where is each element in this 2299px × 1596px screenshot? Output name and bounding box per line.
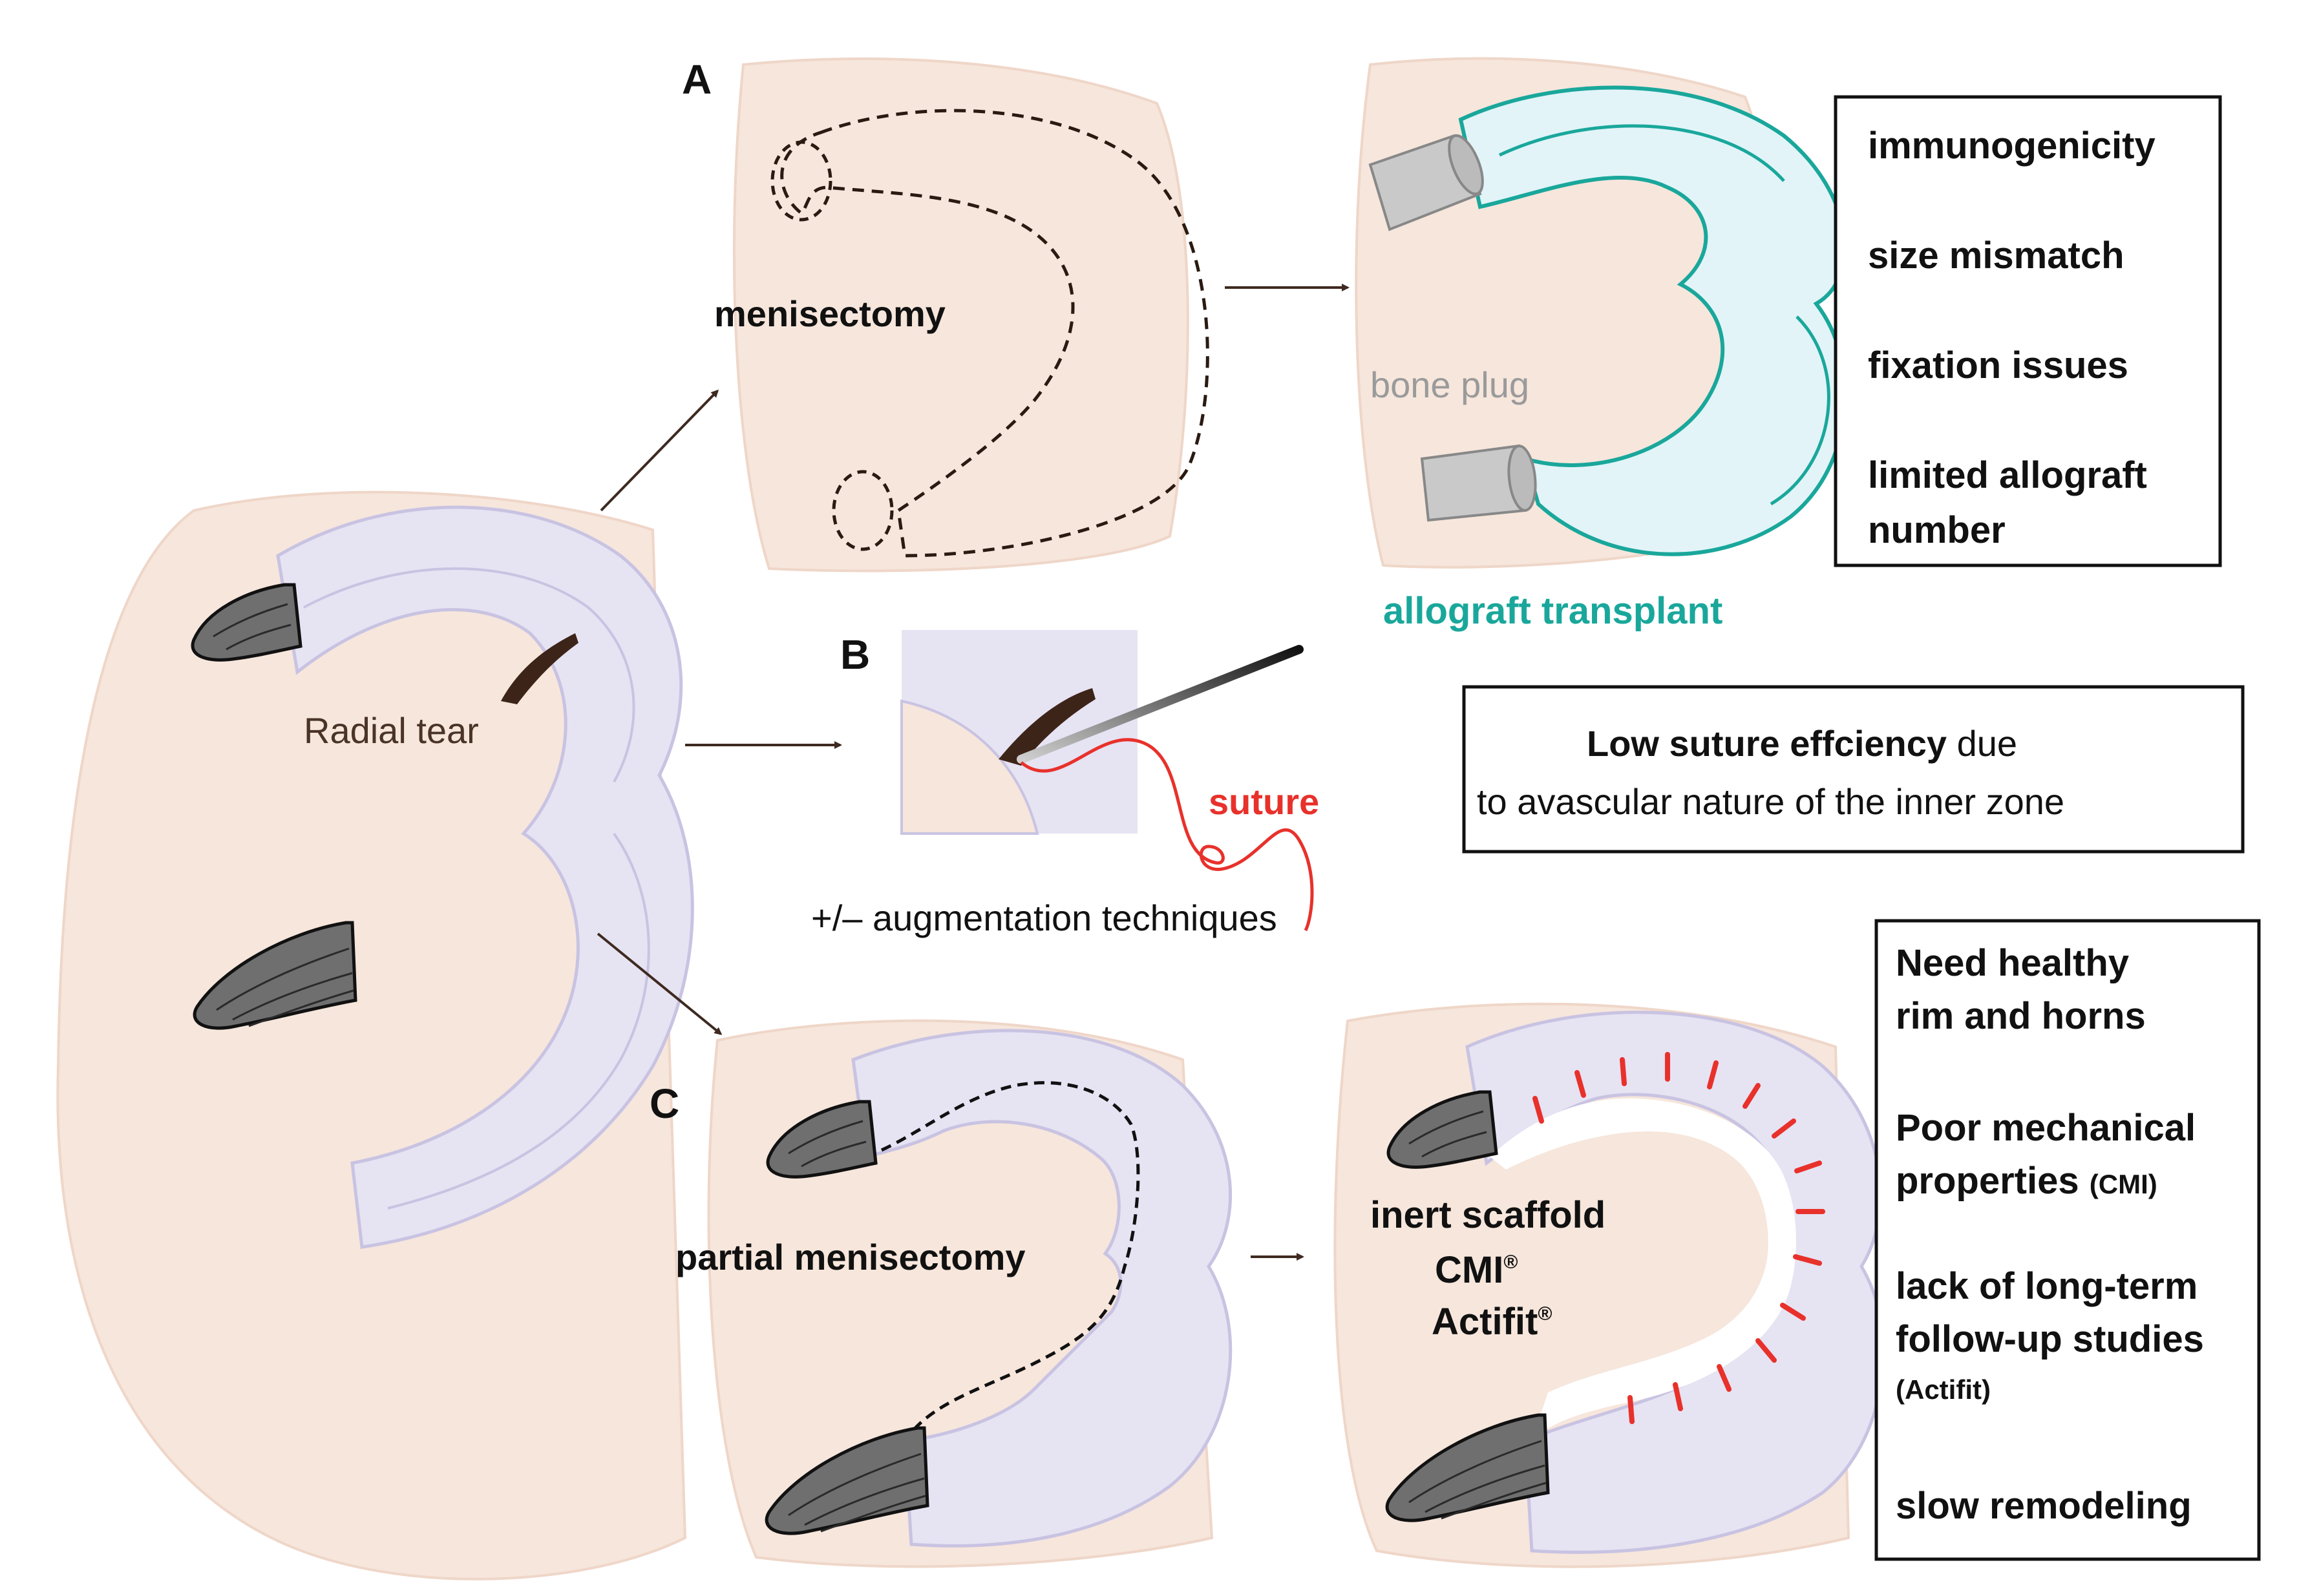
partial-cut-dashed-line [865,1081,1140,1442]
svg-text:CMI®: CMI® [1435,1249,1518,1291]
arrow-to-c [597,932,723,1035]
bone-plug-label: bone plug [1370,364,1529,405]
issue-immunogenicity: immunogenicity [1868,125,2156,167]
bone-plug-anterior-icon [1368,134,1484,231]
scaffold-illustration: inert scaffold CMI® Actifit® [1333,1002,1885,1568]
allograft-issues-box: immunogenicity size mismatch fixation is… [1834,95,2222,567]
lack-line2: follow-up studies [1896,1318,2204,1360]
issue-limited-allograft: limited allograft [1868,454,2147,496]
issue-size-mismatch: size mismatch [1868,235,2124,277]
panel-a: A menisectomy [682,56,1209,572]
registered-mark-actifit: ® [1538,1303,1552,1325]
lack-note: (Actifit) [1896,1374,1991,1405]
svg-text:properties (CMI): properties (CMI) [1896,1160,2157,1202]
panel-c: C partial menisectomy [650,1019,1233,1568]
augmentation-label: +/– augmentation techniques [811,898,1277,938]
allograft-transplant-label: allograft transplant [1383,590,1722,632]
panel-c-label: C [650,1080,679,1127]
lack-line1: lack of long-term [1896,1265,2198,1307]
svg-text:Low suture effciency due: Low suture effciency due [1587,723,2017,764]
scaffold-actifit: Actifit [1432,1301,1538,1343]
tear-mark-b [999,688,1096,766]
slow-remodeling: slow remodeling [1896,1485,2192,1527]
bone-plug-posterior-icon [1420,444,1537,522]
poor-line1: Poor mechanical [1896,1107,2196,1149]
suture-efficiency-note: Low suture effciency due to avascular na… [1462,685,2245,854]
inert-scaffold-fill [1490,1098,1796,1441]
note-line2: to avascular nature of the inner zone [1477,781,2064,822]
meniscus-left-inner-line [303,567,635,782]
issue-fixation: fixation issues [1868,344,2128,386]
suture-label: suture [1209,781,1319,822]
panel-b: B suture +/– augmentation techniques [811,630,1319,938]
scaffold-label-line1: inert scaffold [1370,1194,1605,1236]
dashed-horn-anterior [770,140,832,222]
note-bold: Low suture effciency [1587,723,1947,764]
flow-arrows [597,284,1350,1261]
suture-thread [1020,738,1314,932]
tibial-plateau-left [56,490,687,1580]
panel-b-label: B [840,631,870,678]
allograft-meniscus [1458,85,1848,556]
panel-a-label: A [682,56,712,103]
arrow-to-a [600,389,719,512]
needle-icon [1017,645,1304,764]
registered-mark-cmi: ® [1503,1252,1518,1273]
menisectomy-label: menisectomy [714,293,946,334]
poor-line2: properties [1896,1160,2079,1202]
need-line1: Need healthy [1896,942,2129,984]
need-line2: rim and horns [1896,995,2146,1037]
meniscus-left [276,505,694,1249]
issue-number: number [1868,509,2006,551]
scaffold-cmi: CMI [1435,1249,1503,1291]
allograft-illustration: bone plug allograft transplant [1355,57,1848,632]
scaffold-issues-box: Need healthy rim and horns Poor mechanic… [1874,919,2261,1561]
scaffold-suture-marks [1532,1052,1825,1424]
radial-tear-illustration: Radial tear [56,490,694,1580]
menisectomy-dashed-outline [780,109,1209,558]
partial-menisectomy-label: partial menisectomy [675,1237,1026,1277]
svg-text:Actifit®: Actifit® [1432,1301,1552,1343]
radial-tear-mark [501,633,578,704]
radial-tear-label: Radial tear [304,710,479,751]
dashed-horn-posterior [832,470,894,551]
poor-note: (CMI) [2090,1169,2157,1199]
note-rest: due [1947,723,2017,764]
tibial-plateau-a [732,57,1189,572]
